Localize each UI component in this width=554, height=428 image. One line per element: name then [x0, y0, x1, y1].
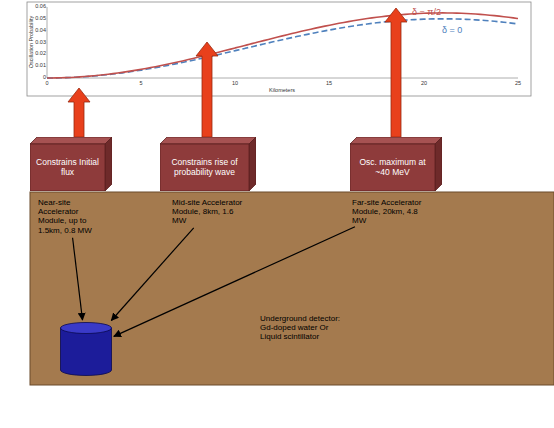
pointer-arrow: [196, 42, 218, 137]
tick-label: 0.04: [35, 28, 46, 34]
curve-label: δ = π/2: [412, 8, 441, 17]
pointer-arrow: [68, 88, 90, 137]
tick-label: 0: [43, 75, 46, 81]
cylinder-shape: [60, 322, 112, 376]
box-label: Constrains Initial flux: [34, 158, 101, 178]
cylinder-top: [61, 323, 112, 334]
axis-title: Kilometers: [269, 88, 295, 94]
ground-band: [30, 192, 554, 385]
detector-cylinder: Underground detector: Gd-doped water Or …: [60, 322, 112, 376]
probability-curve: [47, 13, 518, 78]
tick-label: 10: [232, 81, 238, 87]
signal-arrow: [111, 228, 193, 321]
tick-label: 15: [326, 81, 332, 87]
tick-label: 0.06: [35, 4, 46, 10]
signal-arrow: [73, 238, 83, 320]
x-axis: [47, 78, 518, 79]
tick-label: 0: [45, 81, 48, 87]
tick-label: 0.03: [35, 40, 46, 46]
box-front: [350, 144, 435, 191]
callout-box: Constrains rise of probability wave: [160, 137, 256, 191]
box-label: Constrains rise of probability wave: [164, 158, 245, 178]
box-side: [105, 137, 112, 191]
tick-label: 20: [421, 81, 427, 87]
tick-label: 5: [139, 81, 142, 87]
module-text: Far-site Accelerator Module, 20km, 4.8 M…: [352, 198, 424, 226]
box-top: [30, 137, 112, 144]
callout-box: Osc. maximum at ~40 MeV: [350, 137, 442, 191]
box-side: [249, 137, 256, 191]
tick-label: 0.05: [35, 16, 46, 22]
module-text: Mid-site Accelerator Module, 8km, 1.6 MW: [172, 198, 244, 226]
tick-label: 0.02: [35, 52, 46, 58]
tick-label: 25: [515, 81, 521, 87]
callout-box: Constrains Initial flux: [30, 137, 112, 191]
axis-title: Oscillation Probability: [29, 16, 35, 69]
box-top: [350, 137, 442, 144]
y-axis: [47, 7, 48, 78]
box-top: [160, 137, 256, 144]
probability-curve: [47, 19, 518, 78]
tick-label: 0.01: [35, 63, 46, 69]
module-text: Near-site Accelerator Module, up to 1.5k…: [38, 198, 102, 235]
box-front: [30, 144, 105, 191]
module-label: Near-site Accelerator Module, up to 1.5k…: [38, 198, 102, 235]
pointer-arrow: [385, 8, 407, 137]
detector-label: Underground detector: Gd-doped water Or …: [260, 314, 352, 342]
box-label: Osc. maximum at ~40 MeV: [354, 158, 431, 178]
curve-label: δ = 0: [442, 26, 462, 35]
box-side: [435, 137, 442, 191]
module-label: Far-site Accelerator Module, 20km, 4.8 M…: [352, 198, 424, 226]
module-label: Mid-site Accelerator Module, 8km, 1.6 MW: [172, 198, 244, 226]
cylinder-body: [61, 328, 112, 376]
box-front: [160, 144, 249, 191]
chart-frame: [27, 2, 531, 96]
